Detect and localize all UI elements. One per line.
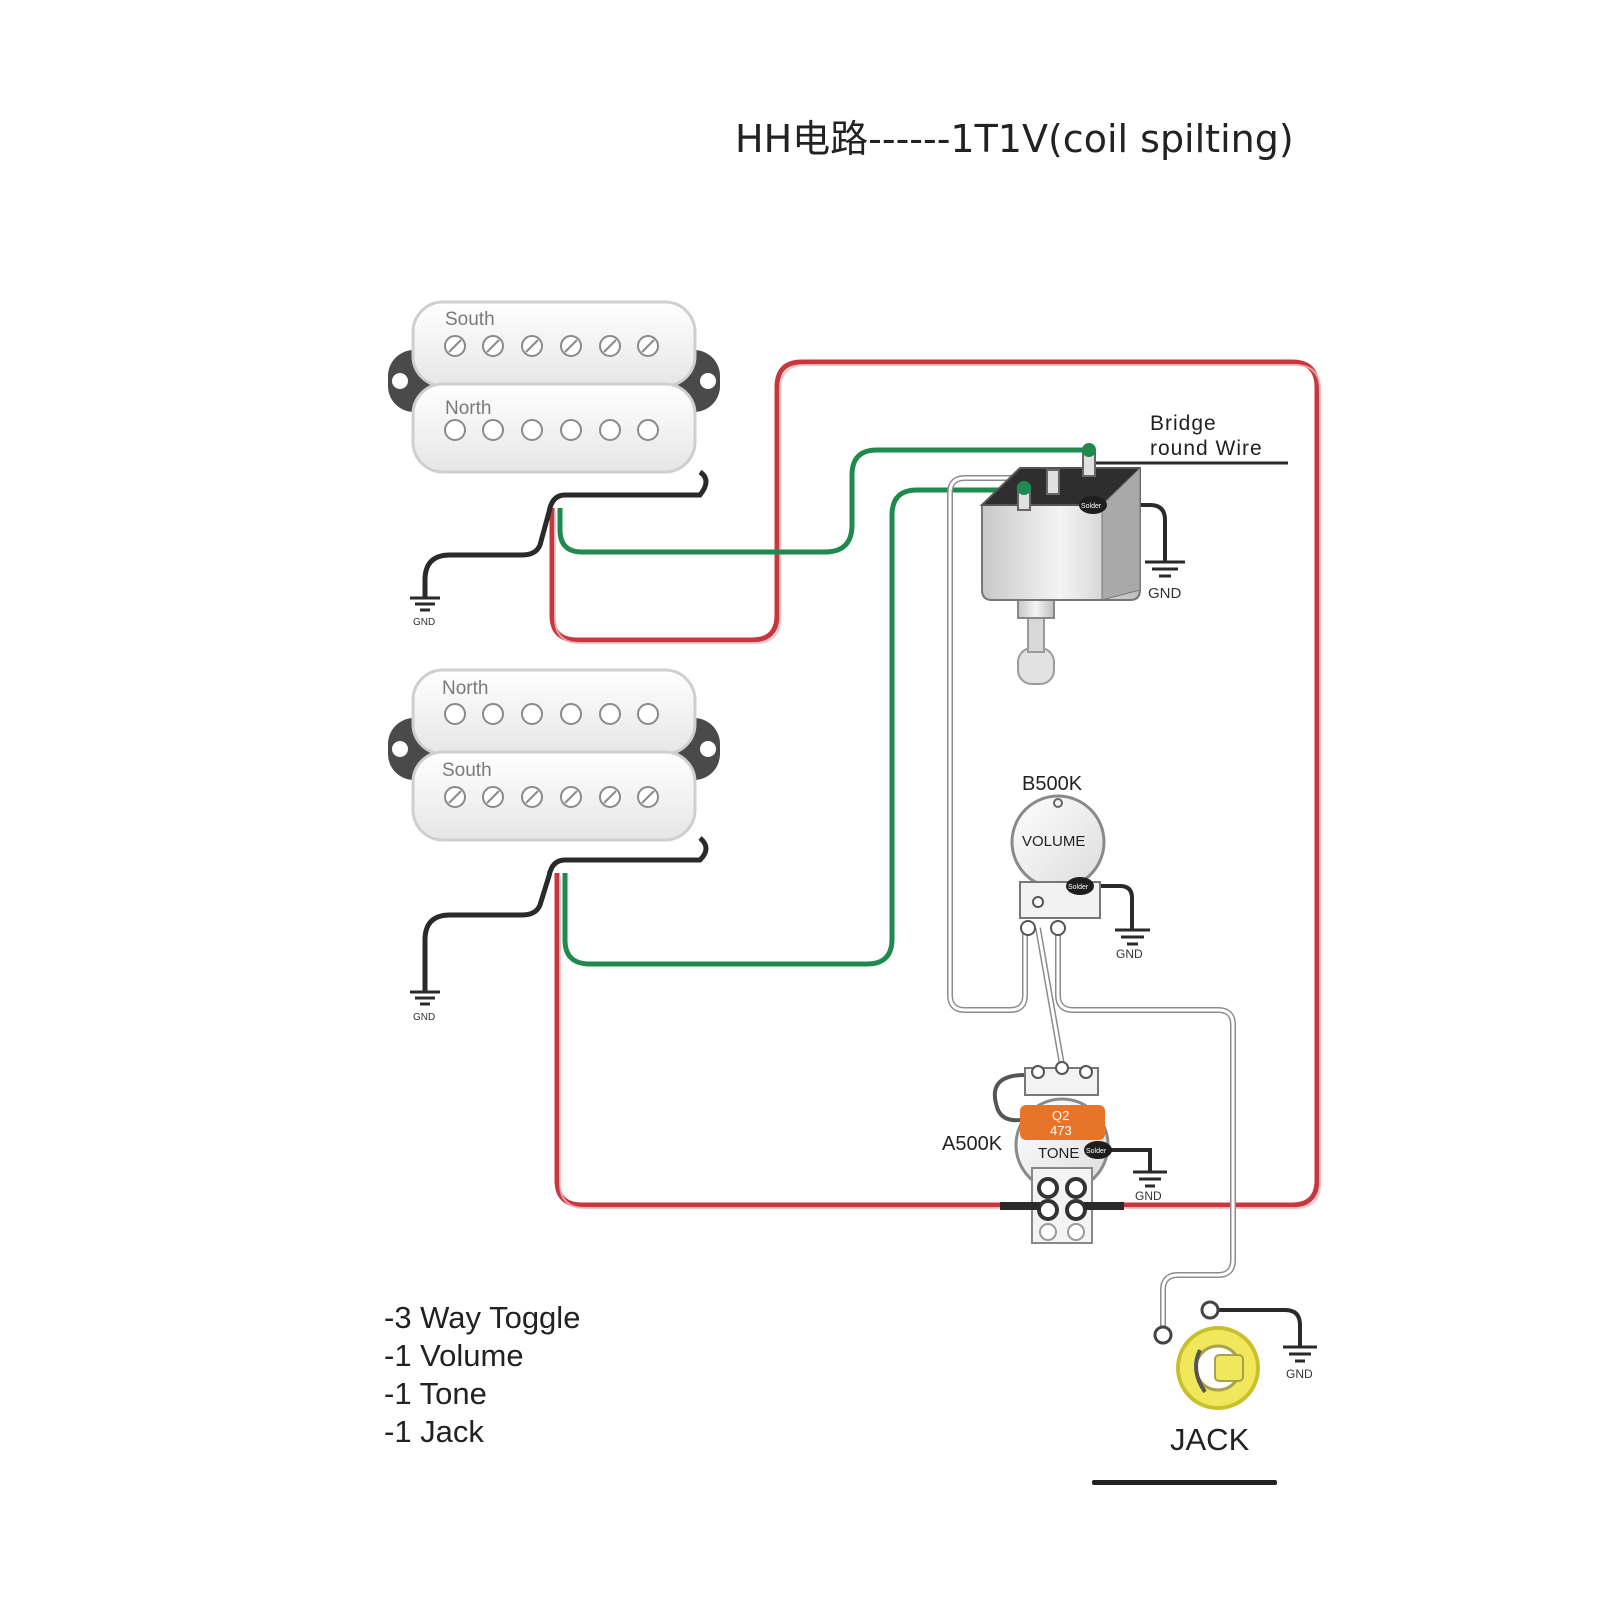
neck-top-coil-label: South (445, 309, 495, 330)
tone-pot-name: TONE (1038, 1145, 1079, 1162)
green-wire-bridge (562, 487, 1020, 967)
bridge-bottom-pole-slots (448, 790, 655, 804)
output-jack (1153, 1300, 1260, 1410)
pickup-bridge: North South (388, 668, 720, 842)
ground-icon (410, 990, 440, 1006)
bridge-top-pole-pieces (444, 703, 659, 725)
parts-list-item: -1 Volume (384, 1338, 524, 1373)
tone-solder-point (1084, 1141, 1112, 1159)
parts-list: -3 Way Toggle -1 Volume -1 Tone -1 Jack (384, 1300, 580, 1449)
volume-pot-value: B500K (1022, 773, 1083, 795)
mounting-hole-icon (700, 741, 716, 757)
toggle-tip-icon (1017, 647, 1055, 685)
ground-wire-neck (422, 469, 709, 598)
volume-lug-1 (1020, 920, 1036, 936)
bridge-ground-wire-annotation-line1: Bridge (1150, 412, 1217, 435)
tone-solder-label: Solder (1086, 1148, 1107, 1155)
neck-bottom-coil-label: North (445, 398, 491, 419)
bridge-top-coil-label: North (442, 678, 488, 699)
bridge-bottom-coil-label: South (442, 760, 492, 781)
pickup-neck: South North (388, 300, 720, 474)
neck-top-pole-slots (448, 339, 655, 353)
tone-capacitor-line1: Q2 (1052, 1108, 1069, 1123)
bridge-ground-wire-annotation-line2: round Wire (1150, 437, 1263, 460)
neck-bottom-pole-pieces (444, 419, 659, 441)
ground-icon (1133, 1170, 1167, 1188)
toggle-solder-point (1079, 496, 1107, 514)
volume-lug-3 (1050, 920, 1066, 936)
ground-wire-tone (1098, 1148, 1152, 1172)
ground-wire-volume (1085, 884, 1134, 930)
mounting-hole-icon (700, 373, 716, 389)
toggle-solder-label: Solder (1081, 503, 1102, 510)
ground-wire-jack (1215, 1308, 1302, 1347)
ground-icon (1145, 560, 1185, 578)
wires (422, 359, 1321, 1347)
volume-solder-point (1066, 877, 1094, 895)
ground-label-bridge: GND (413, 1012, 435, 1023)
jack-underline (1092, 1480, 1277, 1485)
red-wire-neck (549, 359, 1320, 1208)
ground-icon (1115, 928, 1150, 946)
parts-list-item: -3 Way Toggle (384, 1300, 580, 1335)
ground-label-neck: GND (413, 617, 435, 628)
mounting-hole-icon (392, 741, 408, 757)
tone-capacitor-line2: 473 (1050, 1123, 1072, 1138)
three-way-toggle-switch: Solder (979, 443, 1141, 685)
bridge-ground-annotation-line (1091, 461, 1288, 466)
ground-label-toggle: GND (1148, 585, 1182, 602)
diagram-title: HH电路------1T1V(coil spilting) (735, 117, 1294, 161)
ground-label-volume: GND (1116, 947, 1143, 961)
ground-icon (410, 596, 440, 612)
jack-label: JACK (1170, 1422, 1250, 1457)
tone-capacitor (1020, 1105, 1105, 1140)
ground-label-tone: GND (1135, 1189, 1162, 1203)
volume-solder-label: Solder (1068, 884, 1089, 891)
ground-wire-bridge (422, 836, 709, 992)
volume-pot-name: VOLUME (1022, 833, 1085, 850)
tone-pot: Q2 473 TONE Solder (992, 1061, 1124, 1244)
volume-pot: B500K VOLUME Solder (1010, 773, 1106, 936)
ground-label-jack: GND (1286, 1367, 1313, 1381)
mounting-hole-icon (392, 373, 408, 389)
parts-list-item: -1 Jack (384, 1414, 484, 1449)
tone-pot-value: A500K (942, 1133, 1003, 1155)
ground-icon (1283, 1345, 1317, 1363)
red-wire-bridge (554, 873, 1000, 1208)
parts-list-item: -1 Tone (384, 1376, 487, 1411)
green-wire-neck (557, 447, 1085, 555)
